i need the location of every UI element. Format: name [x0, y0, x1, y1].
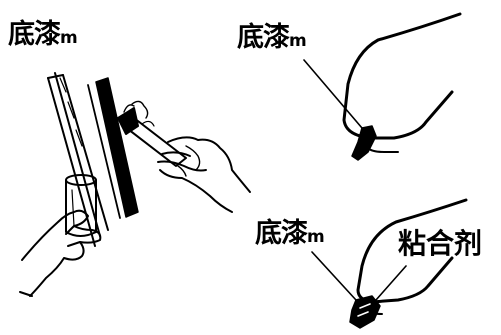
primer-label-suffix: m	[60, 28, 78, 48]
primer-leader-line	[303, 59, 363, 129]
primer-leader-line	[311, 251, 357, 301]
primer-label-suffix: m	[289, 31, 307, 51]
primer-stripe	[351, 125, 377, 161]
left-hand	[19, 209, 102, 297]
right-hand	[157, 136, 251, 213]
windshield-frame-adhesive-illustration	[311, 198, 468, 329]
frame-outer-profile	[356, 198, 468, 304]
frame-outer-profile	[342, 12, 462, 140]
primer-label: 底漆m	[255, 219, 325, 252]
frame-strip	[87, 77, 139, 219]
adhesive-leader-line	[375, 265, 407, 301]
brush	[107, 100, 187, 167]
primer-label-text: 底漆	[255, 218, 308, 249]
primer-label: 底漆m	[237, 23, 307, 56]
adhesive-bead	[349, 295, 381, 329]
primer-label: 底漆m	[8, 20, 78, 53]
primer-label-text: 底漆	[237, 22, 290, 53]
brush-application-hand-illustration	[19, 72, 251, 297]
adhesive-label: 粘合剂	[398, 227, 483, 260]
primer-label-suffix: m	[307, 227, 325, 247]
adhesive-bead-highlight	[357, 303, 371, 317]
primer-label-text: 底漆	[8, 19, 61, 50]
windshield-frame-primer-illustration	[303, 12, 462, 161]
